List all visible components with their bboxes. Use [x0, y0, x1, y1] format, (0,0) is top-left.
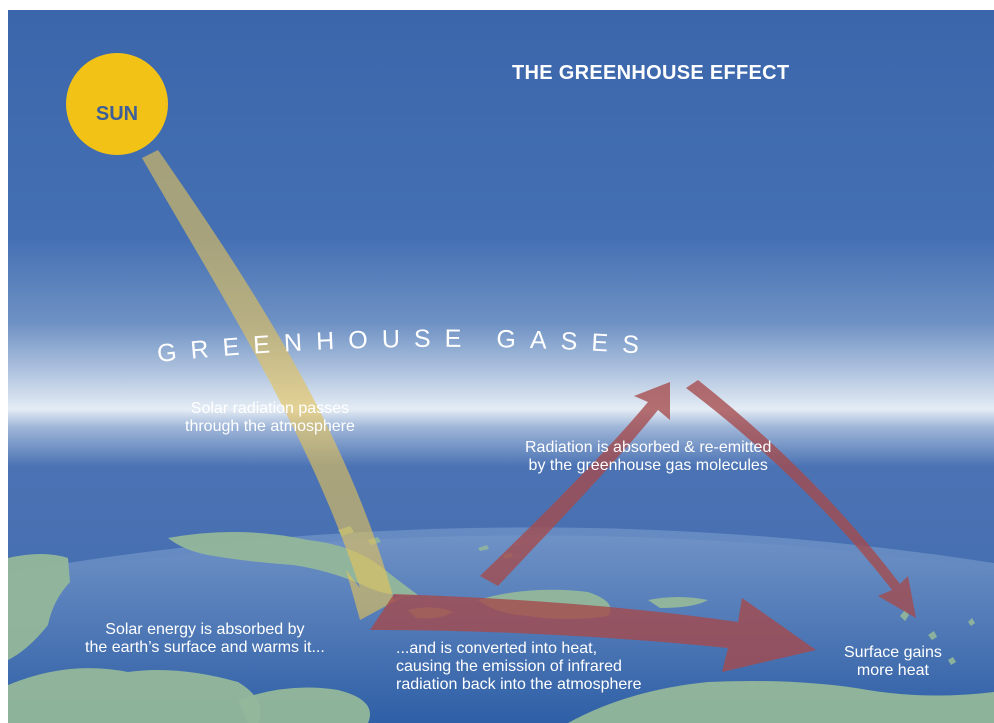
caption-line: the earth’s surface and warms it...: [85, 639, 325, 656]
land-puerto-rico: [648, 597, 708, 608]
caption-line: Radiation is absorbed & re-emitted: [525, 439, 772, 456]
diagram-title: THE GREENHOUSE EFFECT: [512, 62, 790, 84]
land-antilles: [900, 610, 975, 665]
land-cuba: [168, 531, 418, 596]
land-bottom-left: [8, 668, 261, 723]
land-central-america: [238, 687, 370, 723]
caption-absorbed-reemitted: Radiation is absorbed & re-emitted by th…: [525, 439, 771, 475]
caption-solar-energy: Solar energy is absorbed by the earth’s …: [85, 621, 325, 657]
caption-line: Surface gains: [844, 644, 942, 661]
caption-line: ...and is converted into heat,: [396, 640, 598, 657]
caption-line: through the atmosphere: [185, 418, 355, 435]
caption-surface-gains: Surface gains more heat: [844, 644, 942, 680]
caption-converted-heat: ...and is converted into heat, causing t…: [396, 640, 641, 694]
caption-line: causing the emission of infrared: [396, 658, 622, 675]
sun-label: SUN: [95, 102, 139, 125]
caption-line: by the greenhouse gas molecules: [528, 457, 768, 474]
caption-line: radiation back into the atmosphere: [396, 676, 642, 693]
caption-line: more heat: [856, 662, 929, 679]
reemitted-arrow-down: [686, 380, 916, 618]
sun: [66, 53, 168, 155]
diagram-canvas: GREENHOUSE GASES: [8, 10, 994, 723]
reemitted-arrow-up: [480, 382, 670, 586]
greenhouse-diagram: GREENHOUSE GASES SUN THE GREENHOUSE EFFE…: [8, 10, 994, 723]
land-south-america: [568, 681, 994, 723]
caption-line: Solar radiation passes: [190, 400, 350, 417]
solar-radiation-arrow: [142, 150, 408, 620]
caption-solar-radiation: Solar radiation passes through the atmos…: [185, 400, 355, 436]
land-left-coast: [8, 554, 70, 660]
heat-arrow: [370, 594, 816, 672]
caption-line: Solar energy is absorbed by: [105, 621, 305, 638]
